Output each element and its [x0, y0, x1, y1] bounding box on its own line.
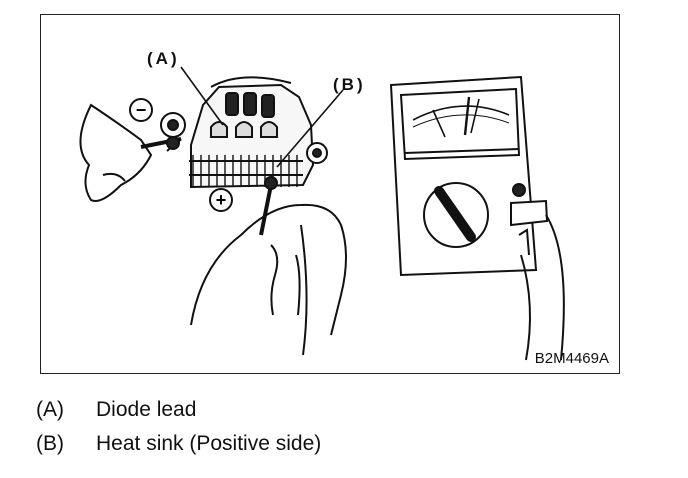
- multimeter: [389, 75, 565, 361]
- polarity-positive: +: [209, 188, 233, 212]
- legend-row-a: (A) Diode lead: [36, 398, 196, 422]
- illustration: − +: [79, 66, 565, 361]
- probe-cable: [300, 224, 308, 356]
- polarity-negative: −: [129, 98, 153, 122]
- callout-b: (B): [333, 75, 366, 94]
- negative-sign: −: [136, 100, 147, 120]
- leader-line-b: [276, 89, 344, 168]
- callout-a: (A): [147, 49, 180, 68]
- legend-key: (A): [36, 398, 64, 421]
- leader-line-a: [180, 66, 224, 126]
- legend-row-b: (B) Heat sink (Positive side): [36, 432, 321, 456]
- figure-code: B2M4469A: [534, 350, 609, 367]
- legend-text: Heat sink (Positive side): [96, 432, 322, 455]
- negative-probe-hand: [79, 103, 182, 202]
- rectifier-assembly: [160, 76, 328, 189]
- diagram-figure: − +: [40, 14, 620, 374]
- legend-key: (B): [36, 432, 64, 455]
- positive-sign: +: [216, 190, 227, 210]
- legend-text: Diode lead: [96, 398, 197, 421]
